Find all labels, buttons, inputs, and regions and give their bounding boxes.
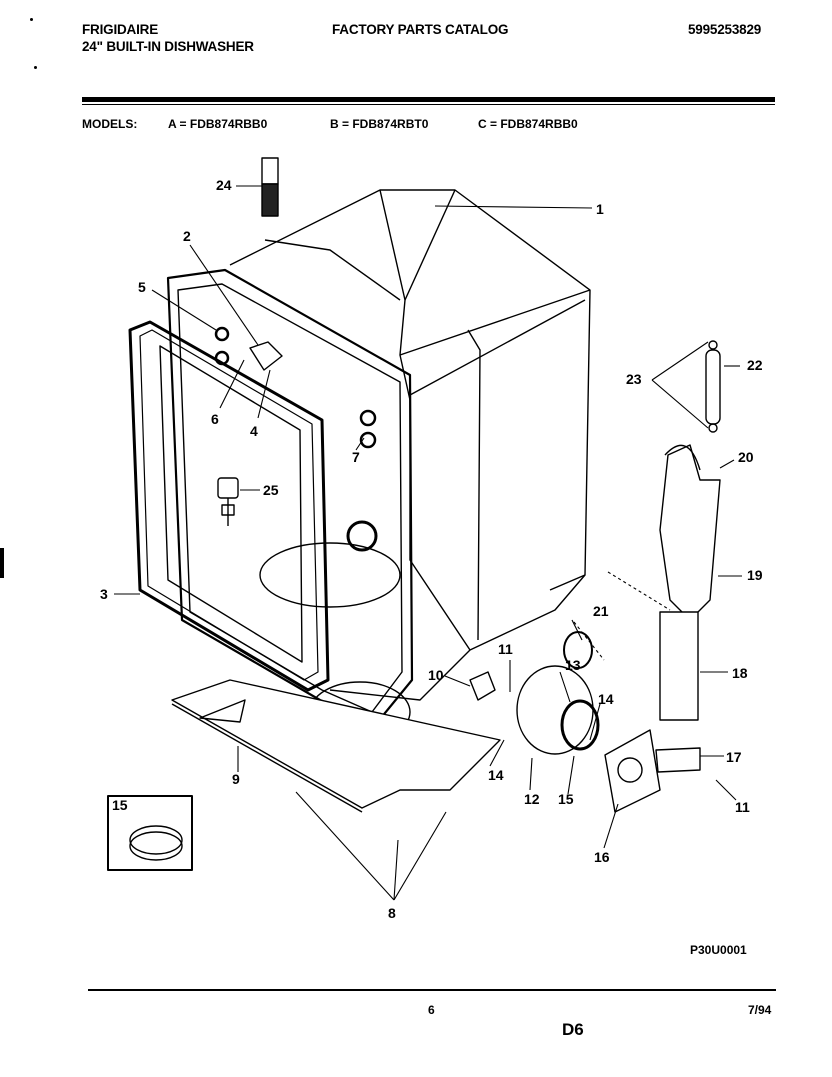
toe-plate-base <box>171 679 501 813</box>
callout-12: 12 <box>524 791 540 807</box>
figure-code: P30U0001 <box>690 943 747 957</box>
footer-rule <box>88 989 776 991</box>
callout-4: 4 <box>250 423 258 439</box>
callout-1: 1 <box>596 201 604 217</box>
section-code: D6 <box>562 1020 584 1039</box>
callout-7: 7 <box>352 449 360 465</box>
fasteners-left <box>214 326 377 449</box>
fan-assembly <box>469 631 600 755</box>
callout-22: 22 <box>747 357 763 373</box>
callout-3: 3 <box>100 586 108 602</box>
callout-14: 14 <box>598 691 614 707</box>
callout-20: 20 <box>738 449 754 465</box>
callout-9: 9 <box>232 771 240 787</box>
fan-bracket <box>604 729 701 813</box>
revision-date: 7/94 <box>748 1003 772 1017</box>
model-b: B = FDB874RBT0 <box>330 117 429 131</box>
callout-8: 8 <box>388 905 396 921</box>
callout-13: 13 <box>565 657 581 673</box>
model-c: C = FDB874RBB0 <box>478 117 578 131</box>
callout-21: 21 <box>593 603 609 619</box>
scan-speck <box>30 18 33 21</box>
callout-17: 17 <box>726 749 742 765</box>
callout-24: 24 <box>216 177 232 193</box>
header-rule-thick <box>82 97 775 102</box>
brand-name: FRIGIDAIRE <box>82 22 159 37</box>
callout-6: 6 <box>211 411 219 427</box>
header-rule-thin <box>82 104 775 105</box>
scan-speck <box>34 66 37 69</box>
callout-10: 10 <box>428 667 444 683</box>
inner-door-gasket <box>128 320 330 692</box>
models-label: MODELS: <box>82 117 138 131</box>
callout-16: 16 <box>594 849 610 865</box>
callout-5: 5 <box>138 279 146 295</box>
product-name: 24" BUILT-IN DISHWASHER <box>82 39 254 54</box>
leader-lines <box>114 185 742 901</box>
callout-19: 19 <box>747 567 763 583</box>
callout-18: 18 <box>732 665 748 681</box>
callout-labels: 24 1 2 5 6 4 7 25 3 23 22 20 19 21 18 10… <box>100 177 763 921</box>
callout-11-lower: 11 <box>735 799 750 815</box>
vent-stud-part <box>261 157 279 217</box>
callout-23: 23 <box>626 371 642 387</box>
callout-11: 11 <box>498 641 513 657</box>
callout-25: 25 <box>263 482 279 498</box>
detail-inset-15 <box>107 795 193 871</box>
vent-duct-assembly <box>659 340 721 721</box>
callout-15-inset: 15 <box>112 797 128 813</box>
page-number: 6 <box>428 1003 435 1017</box>
float-switch-part <box>217 477 239 526</box>
scan-edge-mark <box>0 548 4 578</box>
model-a: A = FDB874RBB0 <box>168 117 268 131</box>
callout-15: 15 <box>558 791 574 807</box>
catalog-title: FACTORY PARTS CATALOG <box>332 22 509 37</box>
callout-2: 2 <box>183 228 191 244</box>
callout-14-lower: 14 <box>488 767 504 783</box>
catalog-number: 5995253829 <box>688 22 762 37</box>
